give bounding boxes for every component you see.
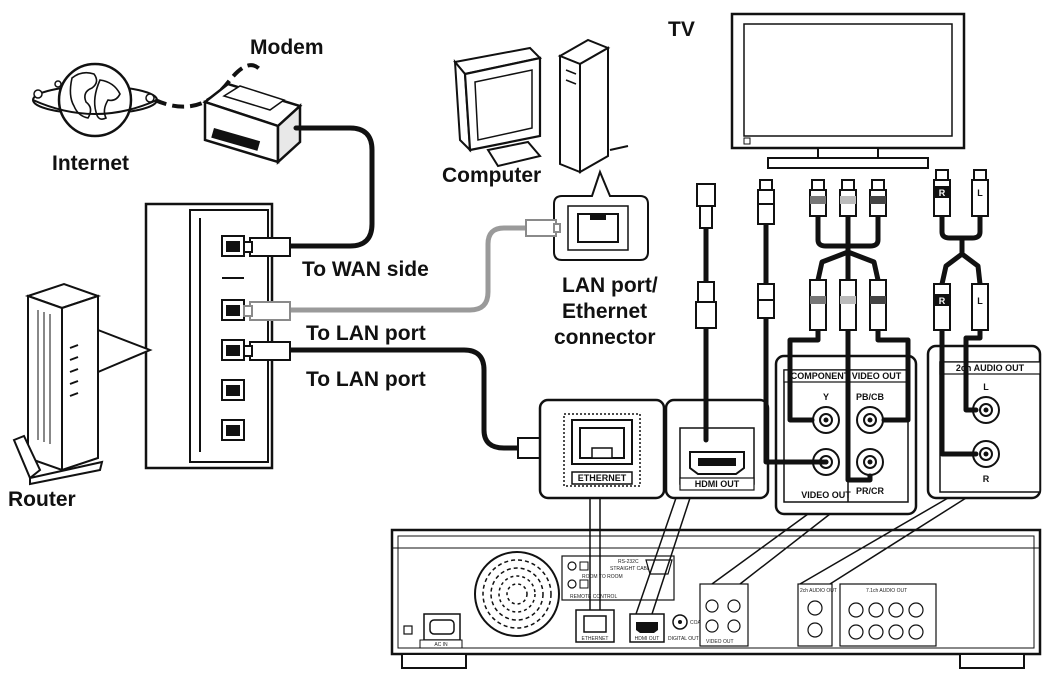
svg-text:R: R — [939, 296, 946, 306]
rear-hdmi-label: HDMI OUT — [635, 636, 660, 642]
rear-video-out-label: VIDEO OUT — [706, 639, 734, 645]
hdmi-plug-bottom — [695, 281, 717, 329]
router-label: Router — [8, 488, 76, 511]
modem-label: Modem — [250, 36, 324, 59]
to-lan-label-1: To LAN port — [306, 322, 426, 345]
composite-plug-bottom — [757, 283, 775, 319]
computer-lan-plug-pc — [525, 219, 561, 237]
video-out-label: VIDEO OUT — [801, 490, 851, 500]
composite-video-cable — [763, 221, 829, 465]
lan-port-callout — [553, 169, 649, 261]
rear-audio-71-label: 7.1ch AUDIO OUT — [866, 588, 907, 594]
audio-plugs-bottom: R L — [933, 283, 989, 331]
lan-port-label-3: connector — [554, 326, 656, 349]
computer-label: Computer — [442, 164, 541, 187]
ethernet-panel: ETHERNET — [538, 398, 666, 500]
pb-label: PB/CB — [856, 392, 885, 402]
rear-remote-control-label: REMOTE CONTROL — [570, 594, 617, 600]
rear-rs232c-label: RS-232C — [618, 559, 639, 565]
lan-port-label-1: LAN port/ — [562, 274, 658, 297]
hdmi-panel-label: HDMI OUT — [695, 479, 740, 489]
internet-globe-icon — [32, 62, 158, 138]
svg-text:L: L — [977, 296, 983, 306]
component-plugs-bottom — [809, 279, 887, 331]
computer-icon — [453, 38, 629, 174]
player-lan-plug-router — [243, 341, 291, 361]
player-lan-cable — [287, 347, 521, 451]
component-plugs-top — [809, 179, 887, 217]
to-wan-label: To WAN side — [302, 258, 429, 281]
audio-out-label: 2ch AUDIO OUT — [956, 363, 1025, 373]
internet-label: Internet — [52, 152, 129, 175]
router-enlarged — [144, 202, 274, 470]
internet-modem-link — [154, 63, 264, 109]
wan-cable — [287, 125, 375, 249]
rear-straight-cable-label: STRAIGHT CABLE — [610, 566, 654, 572]
rear-ac-in-label: AC IN — [434, 642, 448, 648]
rear-digital-out-label: DIGITAL OUT — [668, 636, 699, 642]
to-lan-label-2: To LAN port — [306, 368, 426, 391]
y-label: Y — [823, 392, 829, 402]
svg-text:L: L — [977, 188, 983, 198]
audio-out-panel: 2ch AUDIO OUT L R — [926, 344, 1042, 500]
audio-r-label: R — [983, 474, 990, 484]
callout-lines — [589, 497, 967, 615]
audio-cables — [939, 213, 983, 457]
rear-ethernet-label: ETHERNET — [582, 636, 609, 642]
pr-label: PR/CR — [856, 486, 885, 496]
tv-label: TV — [668, 18, 695, 41]
computer-lan-plug-router — [243, 301, 291, 321]
rear-audio-2ch-label: 2ch AUDIO OUT — [800, 588, 837, 594]
lan-port-label-2: Ethernet — [562, 300, 647, 323]
player-rear-panel: AC IN ROOM TO ROOM REMOTE CONTROL RS-232… — [390, 528, 1042, 669]
ethernet-panel-label: ETHERNET — [578, 473, 627, 483]
router-icon — [12, 282, 153, 486]
component-cables — [787, 211, 911, 483]
hdmi-panel: HDMI OUT — [664, 398, 770, 500]
audio-plugs-top: R L — [933, 169, 989, 217]
audio-l-label: L — [983, 382, 989, 392]
modem-icon — [202, 82, 303, 165]
rear-room-to-room-label: ROOM TO ROOM — [582, 574, 623, 580]
wan-plug — [243, 237, 291, 257]
svg-text:R: R — [939, 188, 946, 198]
tv-icon — [730, 12, 966, 169]
composite-plug-top — [757, 179, 775, 225]
computer-lan-cable — [287, 225, 529, 313]
hdmi-plug-top — [696, 183, 716, 229]
